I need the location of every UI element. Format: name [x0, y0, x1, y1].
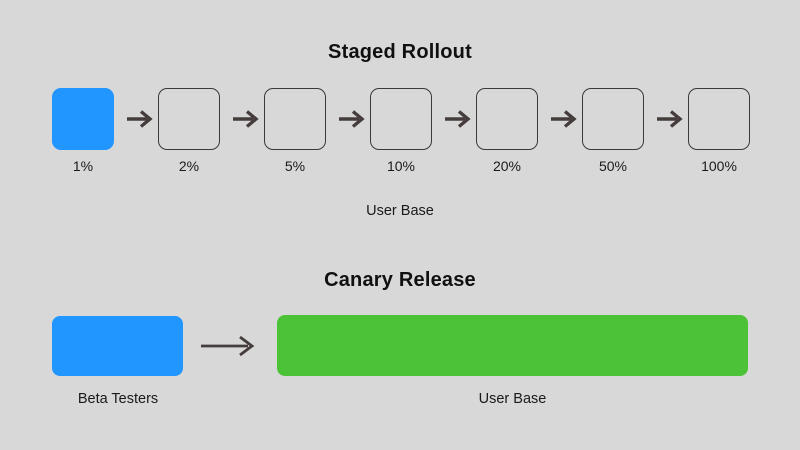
stage-box-5[interactable]	[476, 88, 538, 150]
stage-label-3: 5%	[284, 158, 306, 174]
staged-rollout-title: Staged Rollout	[328, 41, 472, 63]
stage-item-1[interactable]: 1%	[52, 88, 114, 174]
stage-label-5: 20%	[492, 158, 522, 174]
canary-user-base-label: User Base	[478, 391, 547, 407]
stage-box-4[interactable]	[370, 88, 432, 150]
stage-item-7[interactable]: 100%	[688, 88, 750, 174]
stage-item-5[interactable]: 20%	[476, 88, 538, 174]
beta-testers-block[interactable]	[52, 316, 183, 376]
canary-release-title: Canary Release	[324, 269, 476, 291]
arrow-right-icon	[231, 106, 261, 132]
stage-box-6[interactable]	[582, 88, 644, 150]
stage-label-7: 100%	[701, 158, 737, 174]
stage-label-6: 50%	[598, 158, 628, 174]
stage-box-2[interactable]	[158, 88, 220, 150]
stage-box-3[interactable]	[264, 88, 326, 150]
arrow-right-icon	[337, 106, 367, 132]
arrow-right-icon	[549, 106, 579, 132]
stage-item-4[interactable]: 10%	[370, 88, 432, 174]
arrow-right-icon	[125, 106, 155, 132]
stage-box-1[interactable]	[52, 88, 114, 150]
staged-rollout-row: 1% 2% 5% 10% 20% 50% 100%	[52, 88, 750, 174]
arrow-right-icon	[655, 106, 685, 132]
arrow-right-icon	[443, 106, 473, 132]
staged-rollout-caption: User Base	[366, 203, 434, 219]
stage-item-3[interactable]: 5%	[264, 88, 326, 174]
stage-box-7[interactable]	[688, 88, 750, 150]
stage-label-1: 1%	[72, 158, 94, 174]
user-base-block[interactable]	[277, 315, 748, 376]
arrow-right-long-icon	[200, 332, 258, 360]
stage-label-2: 2%	[178, 158, 200, 174]
stage-label-4: 10%	[386, 158, 416, 174]
stage-item-2[interactable]: 2%	[158, 88, 220, 174]
beta-testers-label: Beta Testers	[77, 391, 159, 407]
stage-item-6[interactable]: 50%	[582, 88, 644, 174]
